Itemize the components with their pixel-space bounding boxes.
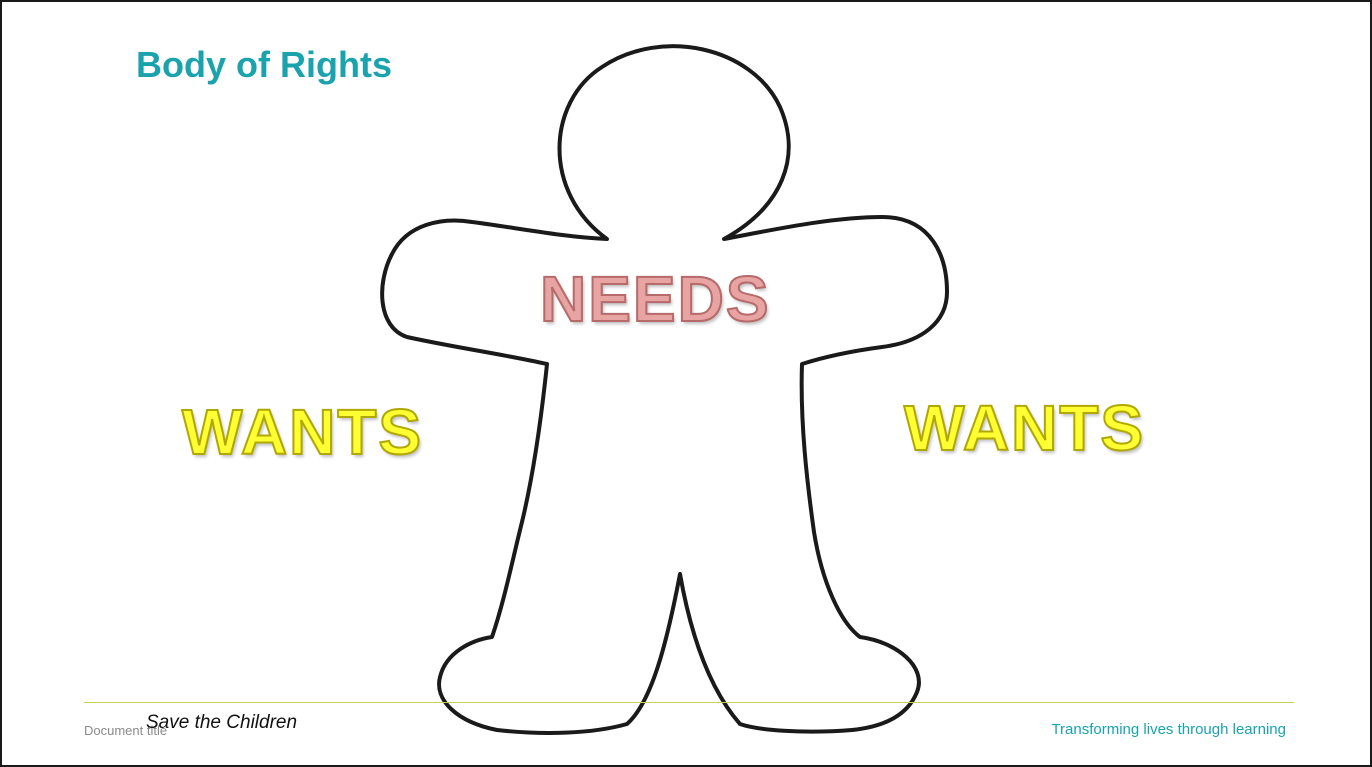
needs-label: NEEDS bbox=[539, 263, 771, 335]
footer-tagline: Transforming lives through learning bbox=[1051, 721, 1286, 738]
footer-document-title: Document title bbox=[84, 723, 168, 738]
wants-label-left: WANTS bbox=[181, 396, 424, 468]
footer-organization: Save the Children bbox=[146, 712, 298, 733]
wants-label-right: WANTS bbox=[903, 392, 1146, 464]
slide-title: Body of Rights bbox=[136, 44, 392, 85]
footer-divider bbox=[84, 702, 1294, 703]
